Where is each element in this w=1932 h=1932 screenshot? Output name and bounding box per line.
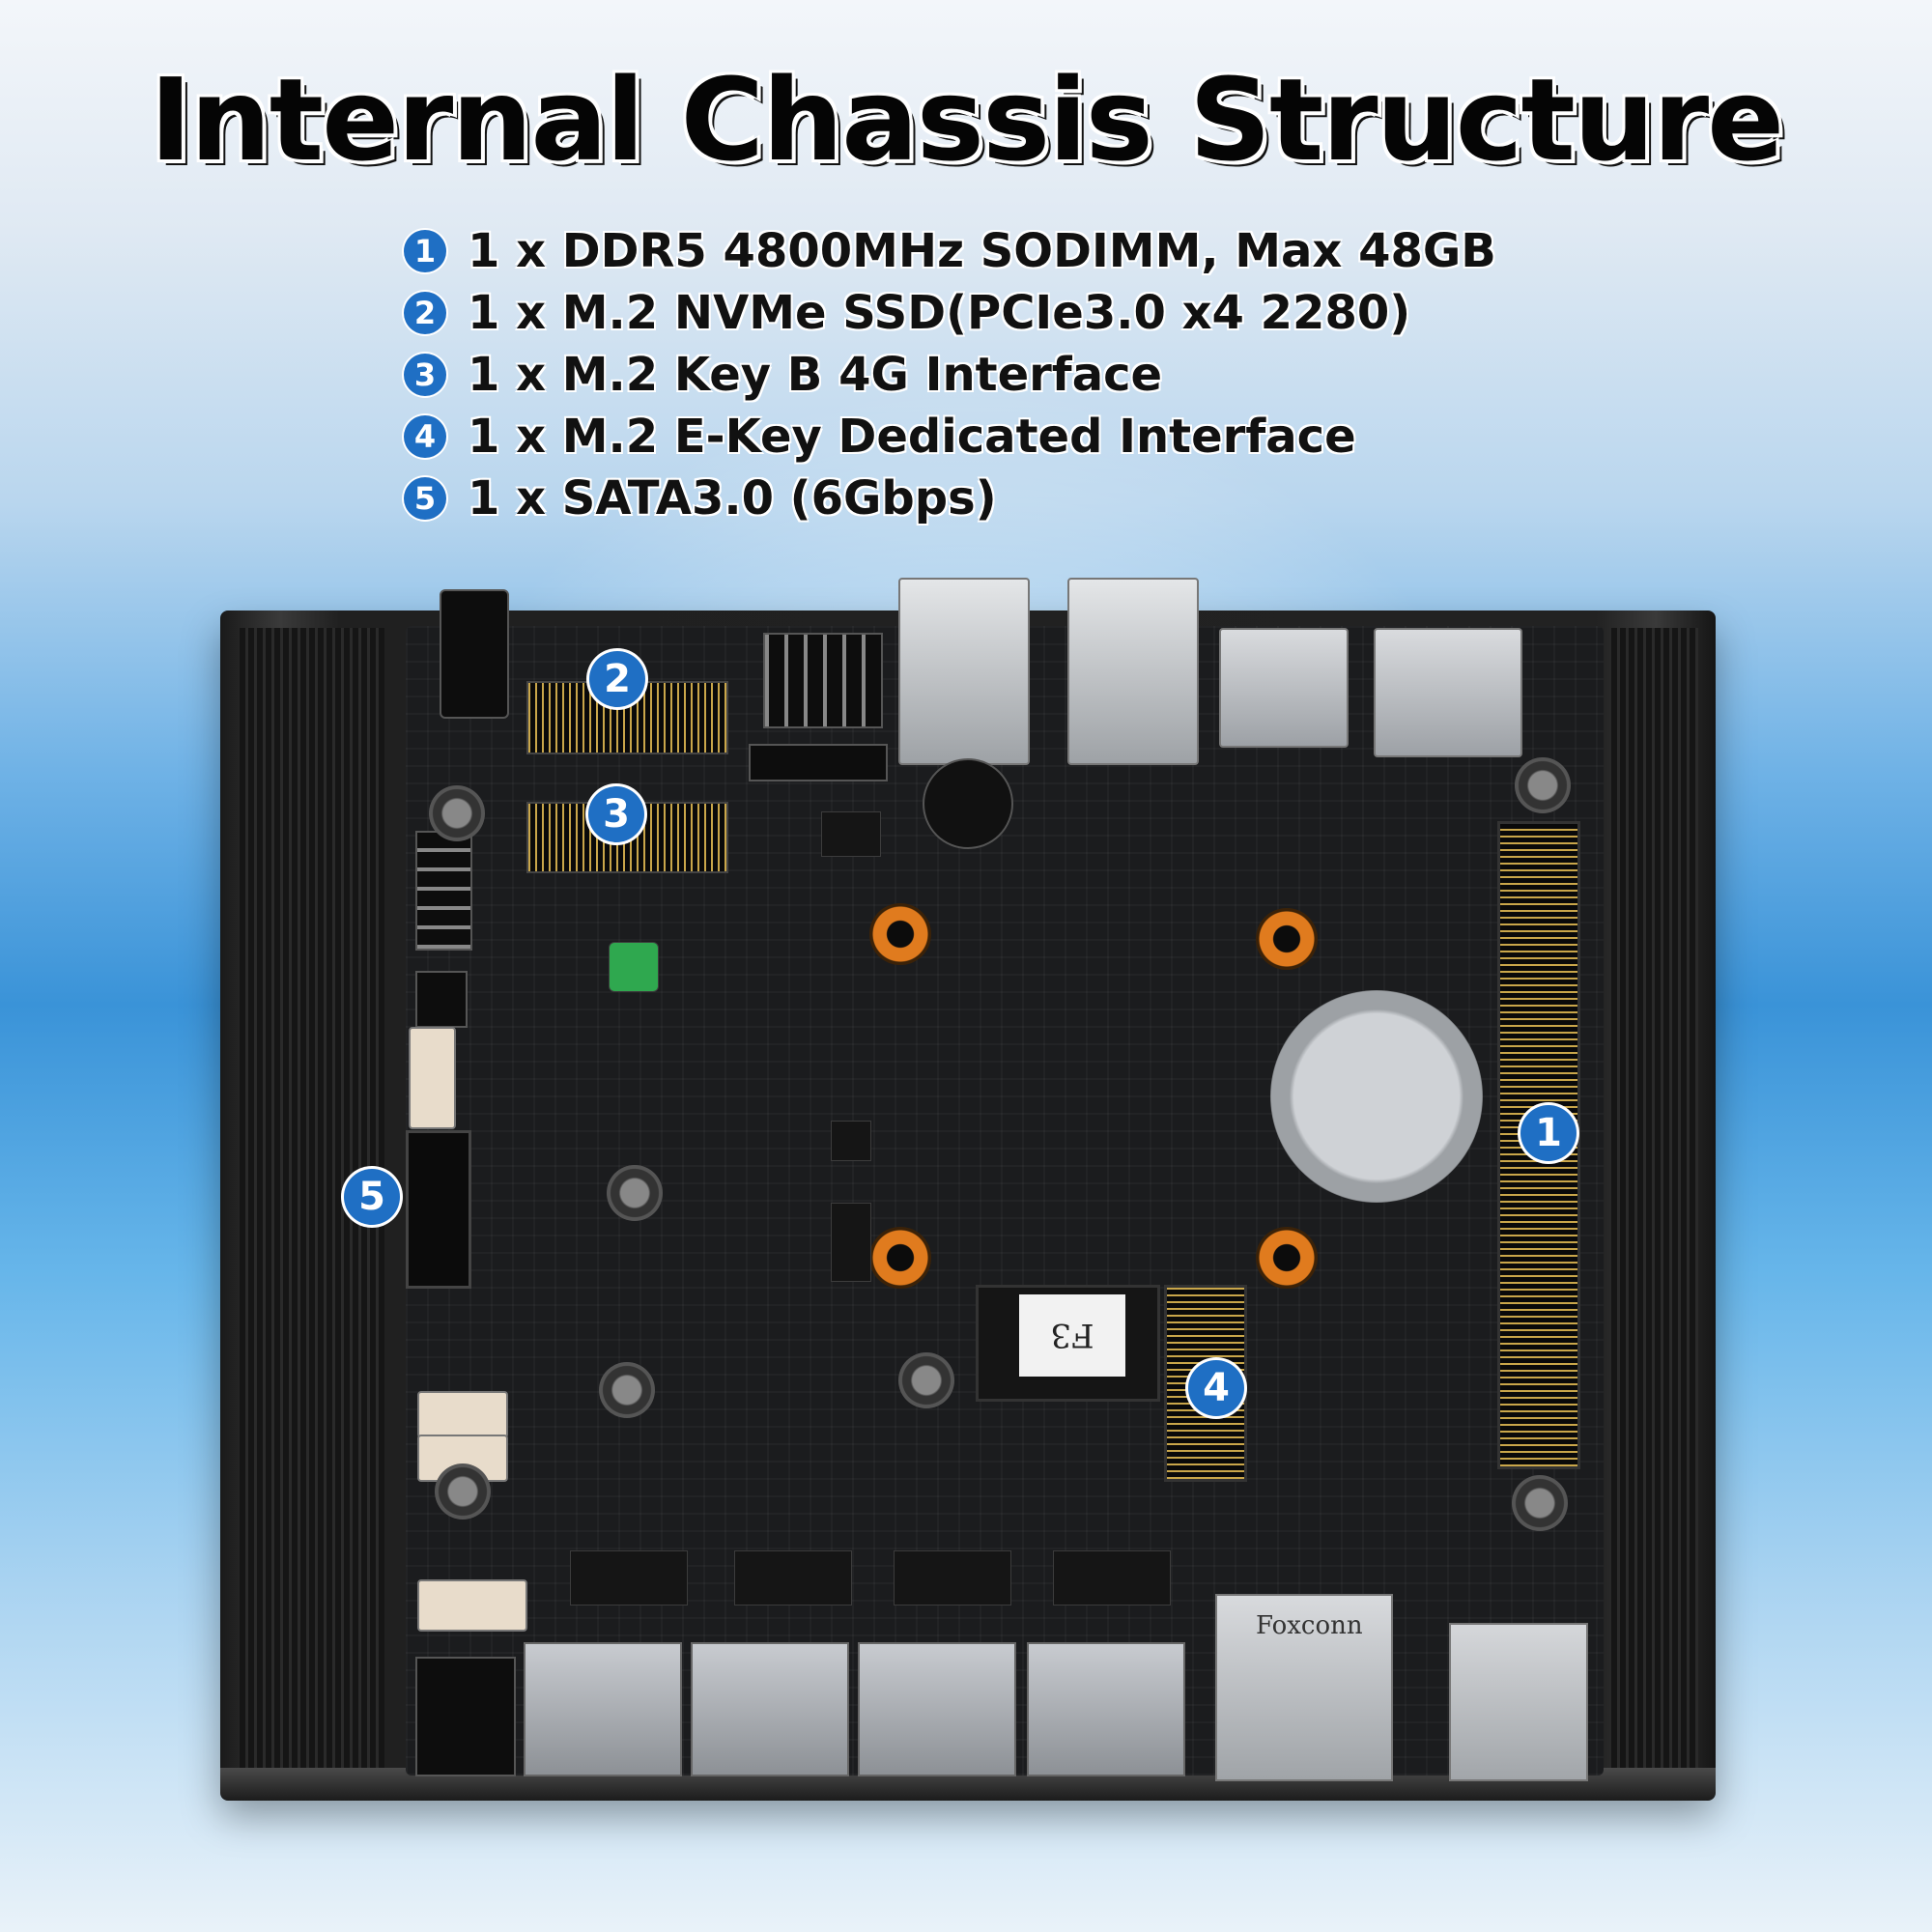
power-jack	[440, 589, 509, 719]
ps2-port	[415, 1657, 516, 1776]
brass-standoff	[869, 903, 931, 965]
fan-connector	[409, 1027, 456, 1129]
feature-item: 4 1 x M.2 E-Key Dedicated Interface	[404, 406, 1563, 468]
sim-card-slot	[1219, 628, 1349, 748]
hdmi-brand-label: Foxconn	[1256, 1611, 1363, 1640]
chip	[831, 1203, 871, 1282]
rj45-port-4	[1027, 1642, 1185, 1776]
lan-transformer	[894, 1550, 1011, 1605]
page-title: Internal Chassis Structure	[149, 53, 1784, 186]
feature-item: 2 1 x M.2 NVMe SSD(PCIe3.0 x4 2280)	[404, 282, 1563, 344]
jst-connector-3	[417, 1579, 527, 1632]
feature-text: 1 x M.2 NVMe SSD(PCIe3.0 x4 2280)	[468, 286, 1411, 340]
sata-connector	[406, 1130, 471, 1289]
rj45-port-2	[691, 1642, 849, 1776]
callout-badge-nvme: 2	[589, 651, 645, 707]
usb3-port	[1449, 1623, 1588, 1781]
feature-text: 1 x DDR5 4800MHz SODIMM, Max 48GB	[468, 224, 1496, 278]
lan-transformer	[734, 1550, 852, 1605]
feature-list: 1 1 x DDR5 4800MHz SODIMM, Max 48GB 2 1 …	[404, 220, 1563, 529]
feature-number-badge: 1	[404, 230, 446, 272]
feature-number-badge: 3	[404, 354, 446, 396]
feature-number-badge: 4	[404, 415, 446, 458]
callout-badge-e-key: 4	[1188, 1360, 1244, 1416]
pin-header	[763, 633, 883, 728]
feature-item: 5 1 x SATA3.0 (6Gbps)	[404, 468, 1563, 529]
chip-label: F3	[1019, 1294, 1125, 1377]
hdmi-port	[1215, 1594, 1393, 1781]
feature-text: 1 x M.2 Key B 4G Interface	[468, 348, 1163, 402]
brass-standoff	[869, 1227, 931, 1289]
gpio-header	[415, 971, 468, 1028]
lan-transformer	[1053, 1550, 1171, 1605]
lan-transformer	[570, 1550, 688, 1605]
coin-battery	[1270, 990, 1483, 1203]
screw	[898, 1352, 954, 1408]
chip	[821, 811, 881, 857]
feature-number-badge: 5	[404, 477, 446, 520]
brass-standoff	[1256, 1227, 1318, 1289]
screw	[1512, 1475, 1568, 1531]
callout-badge-key-b: 3	[588, 786, 644, 842]
buzzer	[923, 758, 1013, 849]
feature-item: 1 1 x DDR5 4800MHz SODIMM, Max 48GB	[404, 220, 1563, 282]
tf-card-slot	[1374, 628, 1522, 757]
usb-port-pair-2	[1067, 578, 1199, 765]
screw	[599, 1362, 655, 1418]
com-header	[415, 831, 472, 951]
heatsink-fins-right	[1611, 628, 1698, 1768]
chip	[831, 1121, 871, 1161]
screw	[607, 1165, 663, 1221]
screw	[435, 1463, 491, 1520]
callout-badge-sodimm: 1	[1520, 1105, 1577, 1161]
feature-number-badge: 2	[404, 292, 446, 334]
feature-item: 3 1 x M.2 Key B 4G Interface	[404, 344, 1563, 406]
rj45-port-1	[524, 1642, 682, 1776]
screw	[429, 785, 485, 841]
feature-text: 1 x SATA3.0 (6Gbps)	[468, 471, 997, 526]
pin-header-2	[749, 744, 888, 781]
callout-badge-sata: 5	[344, 1169, 400, 1225]
rj45-port-3	[858, 1642, 1016, 1776]
m2-nvme-slot	[526, 681, 728, 754]
brass-standoff	[1256, 908, 1318, 970]
screw	[1515, 757, 1571, 813]
chip	[609, 942, 659, 992]
usb-port-pair-1	[898, 578, 1030, 765]
feature-text: 1 x M.2 E-Key Dedicated Interface	[468, 410, 1356, 464]
jst-connector-1	[417, 1391, 508, 1438]
